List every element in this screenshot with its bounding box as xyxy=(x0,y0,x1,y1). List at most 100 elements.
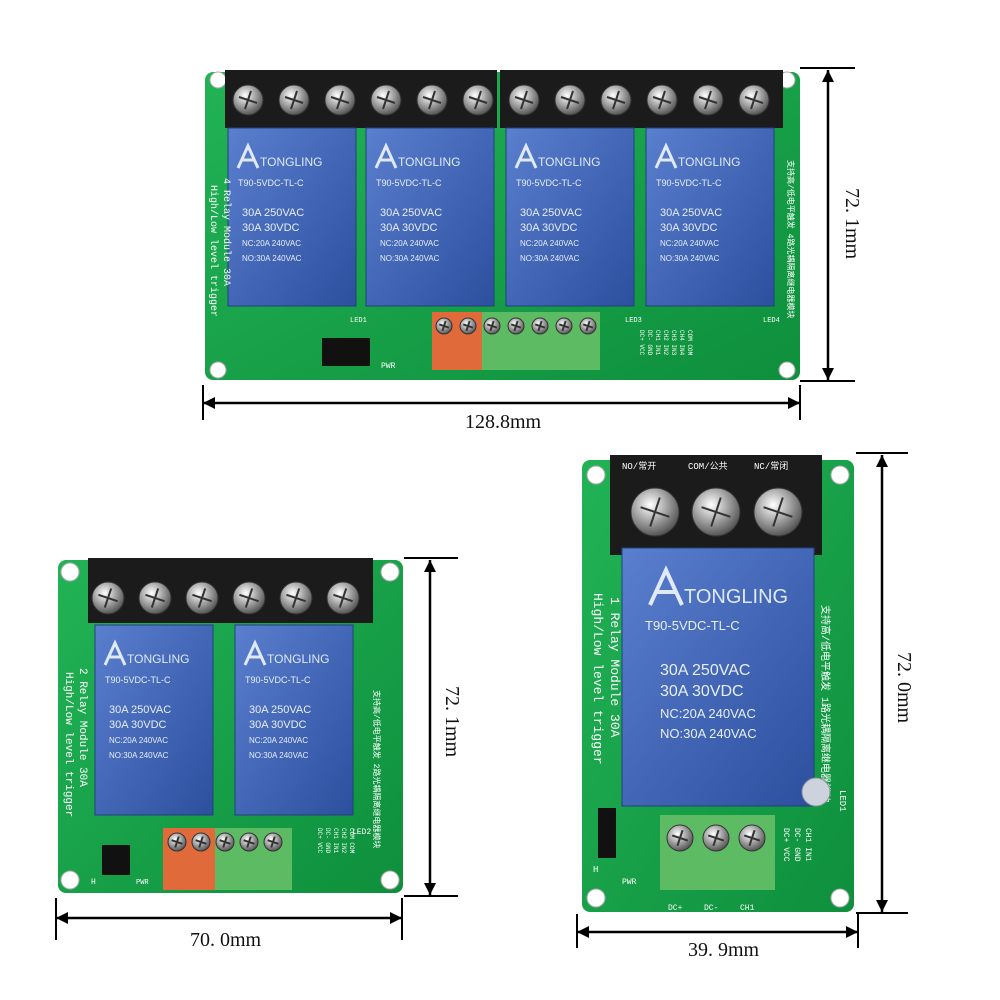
relay-rating: 30A 250VAC xyxy=(249,704,311,716)
model-one: T90-5VDC-TL-C xyxy=(645,618,740,633)
bottom-terminal-label-one: DC+ xyxy=(668,904,683,913)
screw-four xyxy=(600,84,632,116)
screw-one xyxy=(630,487,680,537)
top-terminal-label-one: COM/公共 xyxy=(688,461,728,472)
input-label-four: DC- GND xyxy=(646,330,653,356)
relay-rating: NO:30A 240VAC xyxy=(109,751,169,760)
screw-four xyxy=(462,84,494,116)
pwr-label-four: PWR xyxy=(381,362,396,371)
relay-rating: NO:30A 240VAC xyxy=(660,254,720,263)
height-dimension-one: 72. 0mm xyxy=(893,652,915,724)
relay-rating: 30A 30VDC xyxy=(520,222,578,234)
width-dimension-two: 70. 0mm xyxy=(190,929,262,951)
relay-model: T90-5VDC-TL-C xyxy=(516,178,582,188)
chinese-label-two: 支持高/低电平触发 2路光耦隔离继电器模块 xyxy=(371,690,382,848)
input-screw-four xyxy=(435,317,453,335)
led3-label-four: LED3 xyxy=(625,317,642,325)
side-label-top-two: High/Low level trigger xyxy=(62,672,74,817)
relay-rating: NC:20A 240VAC xyxy=(660,239,719,248)
relay-rating: NO:30A 240VAC xyxy=(520,254,580,263)
input-label-two: DC- GND xyxy=(324,828,331,854)
relay-model: T90-5VDC-TL-C xyxy=(238,178,304,188)
led-label-one: LED1 xyxy=(837,790,847,812)
input-screw-one xyxy=(666,824,694,852)
screw-four xyxy=(370,84,402,116)
input-screw-one xyxy=(702,824,730,852)
input-label-four: CH1 IN1 xyxy=(654,330,661,356)
input-screw-one xyxy=(738,824,766,852)
screw-two xyxy=(232,581,266,615)
input-label-two: CH1 IN1 xyxy=(332,828,339,854)
height-dimension-four: 72. 1mm xyxy=(841,188,863,260)
pwr-label-two: PWR xyxy=(136,879,149,887)
screw-terminals-four xyxy=(225,70,783,128)
rating-3-one: NC:20A 240VAC xyxy=(660,706,756,721)
input-screw-four xyxy=(507,317,525,335)
relay-brand: TONGLING xyxy=(538,155,600,169)
screw-four xyxy=(692,84,724,116)
width-dimension-four: 128.8mm xyxy=(465,411,542,433)
relay-four: TONGLING T90-5VDC-TL-C 30A 250VAC 30A 30VDC… xyxy=(227,127,357,307)
screw-two xyxy=(185,581,219,615)
relays-two: TONGLING T90-5VDC-TL-C 30A 250VAC 30A 30VDC… xyxy=(94,624,354,816)
screw-four xyxy=(232,84,264,116)
input-label-four: COM COM xyxy=(686,330,693,356)
relay-rating: 30A 250VAC xyxy=(242,207,304,219)
screw-two xyxy=(138,581,172,615)
pwr-label-one: PWR xyxy=(622,878,637,887)
height-dimension-two: 72. 1mm xyxy=(441,686,463,758)
two-relay-board: TONGLING T90-5VDC-TL-C 30A 250VAC 30A 30VDC… xyxy=(55,557,463,951)
top-terminal-label-one: NC/常闭 xyxy=(754,460,788,472)
led-one xyxy=(801,777,831,807)
screw-four xyxy=(416,84,448,116)
relay-rating: 30A 30VDC xyxy=(249,719,307,731)
screw-one xyxy=(753,487,803,537)
input-label-four: CH4 IN4 xyxy=(678,330,685,356)
bottom-terminal-label-one: CH1 xyxy=(740,904,755,913)
input-label-one: DC+ VCC xyxy=(781,828,790,862)
input-label-two: DC+ VCC xyxy=(316,828,323,854)
input-label-four: DC+ VCC xyxy=(638,330,645,356)
relay-rating: NC:20A 240VAC xyxy=(520,239,579,248)
screw-one xyxy=(691,487,741,537)
relay-model: T90-5VDC-TL-C xyxy=(656,178,722,188)
screw-terminals-two xyxy=(88,558,373,623)
screw-two xyxy=(279,581,313,615)
relay-rating: 30A 30VDC xyxy=(660,222,718,234)
input-screw-four xyxy=(555,317,573,335)
led-label-two: LED2 xyxy=(352,828,371,837)
relay-model: T90-5VDC-TL-C xyxy=(245,675,311,685)
screw-two xyxy=(326,581,360,615)
relays-four: TONGLING T90-5VDC-TL-C 30A 250VAC 30A 30VDC… xyxy=(227,127,775,307)
led1-label-four: LED1 xyxy=(350,317,367,325)
relay-rating: 30A 30VDC xyxy=(242,222,300,234)
screw-four xyxy=(278,84,310,116)
relay-rating: NO:30A 240VAC xyxy=(249,751,309,760)
input-screw-four xyxy=(531,317,549,335)
relay-rating: NO:30A 240VAC xyxy=(242,254,302,263)
side-label-four: 4 Relay Module 30A xyxy=(220,178,232,286)
relay-brand: TONGLING xyxy=(127,652,189,666)
screw-four xyxy=(554,84,586,116)
relay-rating: NC:20A 240VAC xyxy=(242,239,301,248)
relay-rating: NC:20A 240VAC xyxy=(380,239,439,248)
relay-rating: 30A 250VAC xyxy=(660,207,722,219)
four-relay-board: TONGLING T90-5VDC-TL-C 30A 250VAC 30A 30VDC… xyxy=(202,67,863,433)
jumper-label-one: H xyxy=(593,865,598,875)
relay-two: TONGLING T90-5VDC-TL-C 30A 250VAC 30A 30VDC… xyxy=(234,624,354,816)
brand-one: TONGLING xyxy=(684,586,788,608)
relay-brand: TONGLING xyxy=(267,652,329,666)
input-label-four: CH2 IN2 xyxy=(662,330,669,356)
relay-brand: TONGLING xyxy=(260,155,322,169)
input-screw-two xyxy=(239,832,259,852)
input-label-two: CH2 IN2 xyxy=(340,828,347,854)
chinese-label-one: 支持高/低电平触发 1路光耦隔离继电器模块 xyxy=(818,605,832,803)
side-label-two: 2 Relay Module 30A xyxy=(76,668,88,787)
relay-model: T90-5VDC-TL-C xyxy=(105,675,171,685)
